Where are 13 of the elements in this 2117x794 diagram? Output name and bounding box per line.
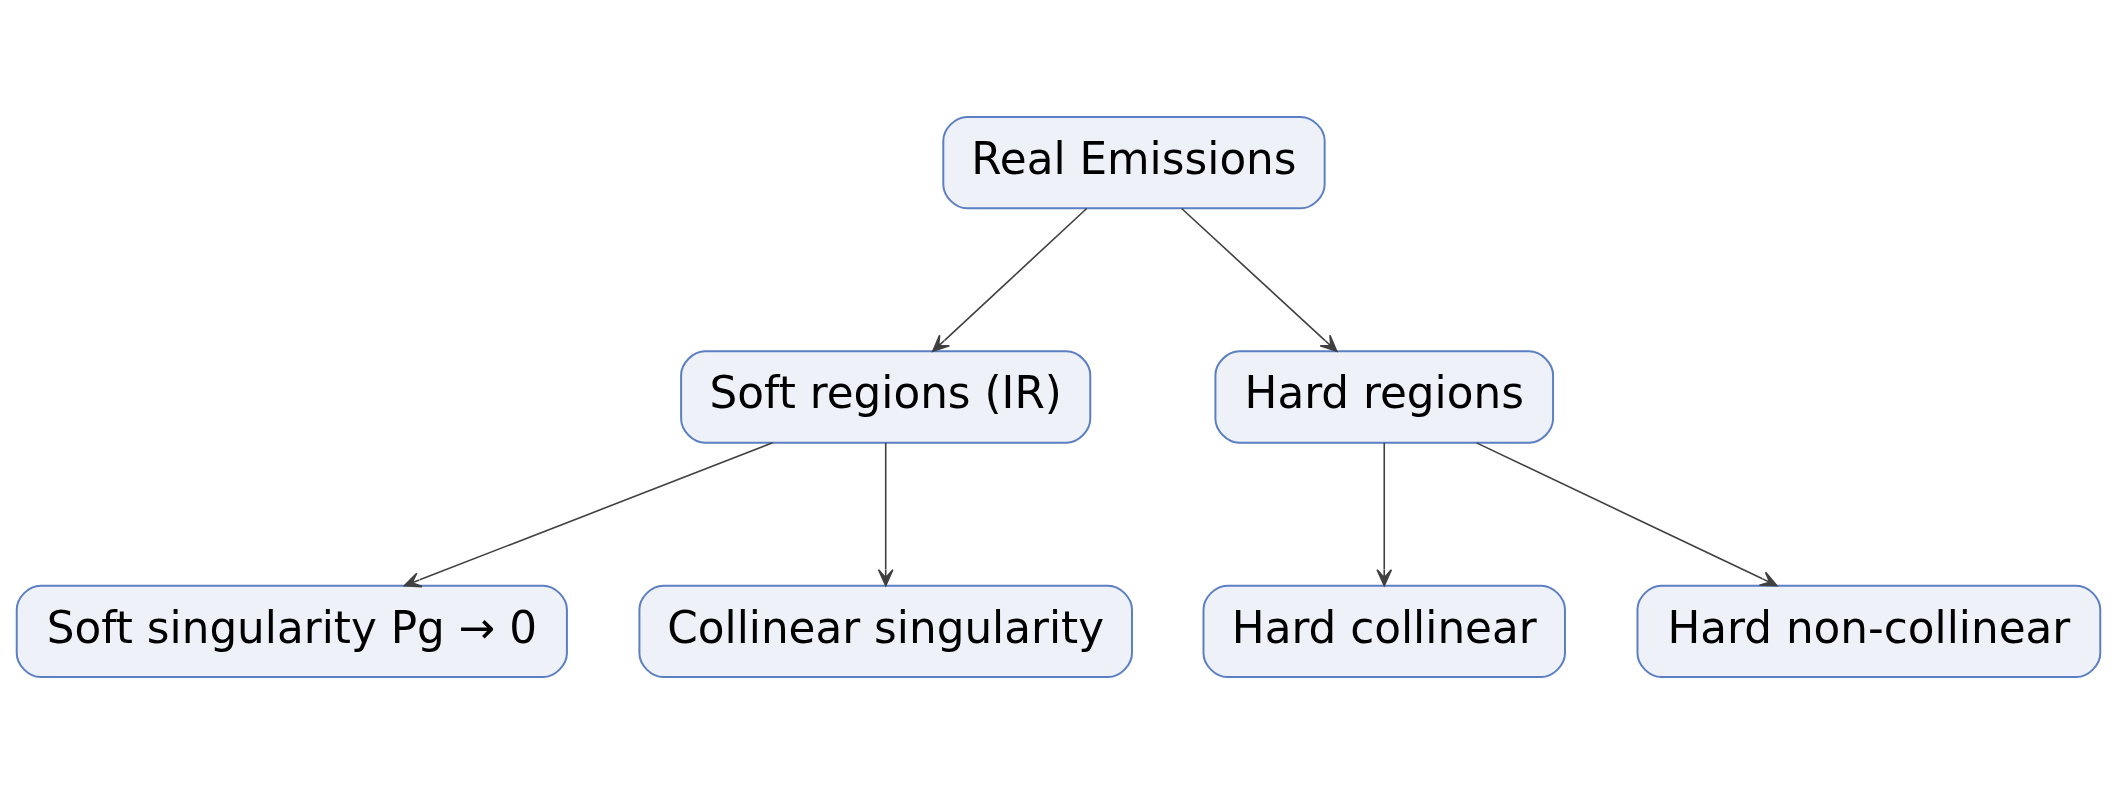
node-box: Hard regions bbox=[1214, 350, 1555, 444]
arrow bbox=[403, 442, 774, 588]
arrow bbox=[1376, 442, 1393, 587]
node-box: Soft singularity Pg → 0 bbox=[15, 584, 568, 679]
arrow bbox=[1180, 207, 1338, 353]
arrow bbox=[1475, 442, 1778, 587]
arrow bbox=[932, 207, 1088, 353]
node-box: Hard non-collinear bbox=[1636, 584, 2102, 679]
node-box: Hard collinear bbox=[1202, 584, 1566, 679]
node-box: Real Emissions bbox=[942, 115, 1326, 210]
node-box: Soft regions (IR) bbox=[680, 350, 1092, 444]
node-box: Collinear singularity bbox=[638, 584, 1133, 679]
arrow bbox=[877, 442, 894, 587]
